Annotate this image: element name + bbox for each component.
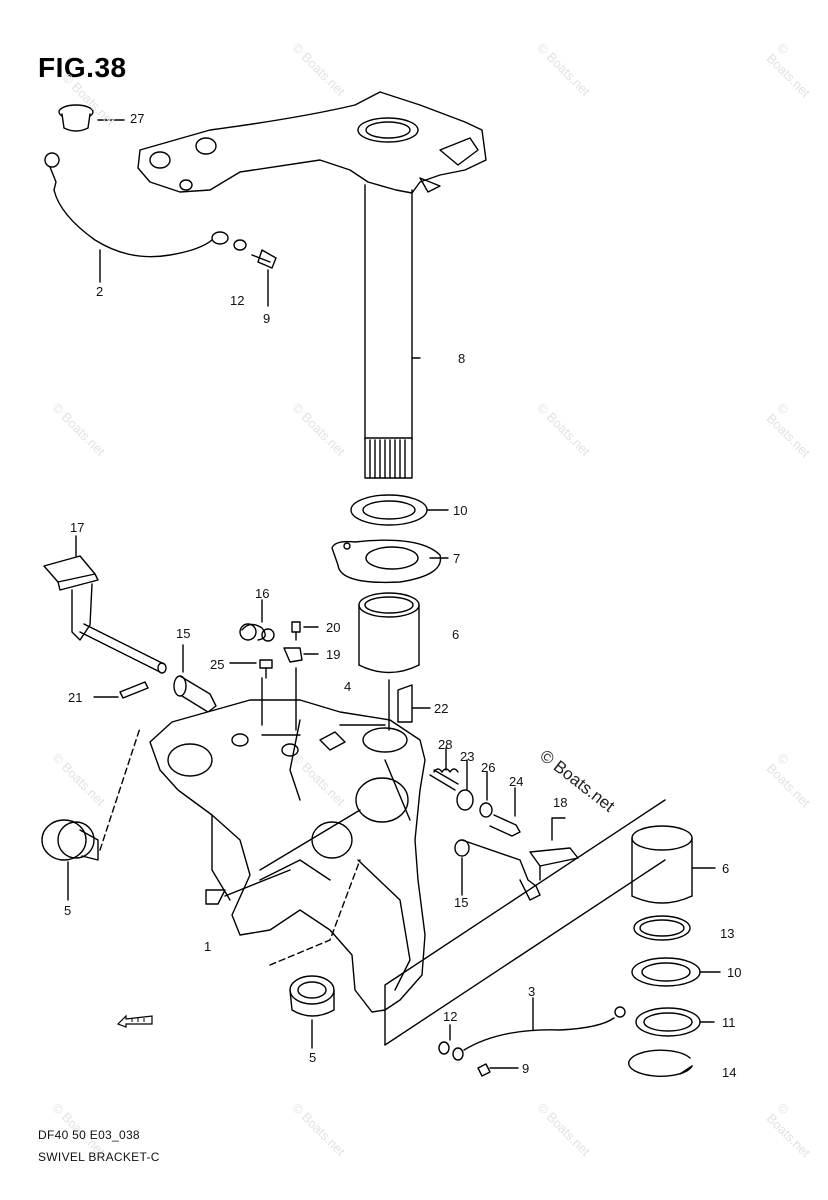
small-fasteners bbox=[229, 599, 319, 679]
part-21-pin bbox=[93, 681, 149, 699]
part-3-ground-wire bbox=[438, 997, 626, 1077]
callout-22: 22 bbox=[434, 701, 449, 716]
callout-17: 17 bbox=[70, 520, 85, 535]
callout-13: 13 bbox=[720, 926, 735, 941]
part-5-bushing-left bbox=[41, 727, 141, 901]
callout-9-lower: 9 bbox=[522, 1061, 530, 1076]
callout-15: 15 bbox=[176, 626, 191, 641]
callout-5-bottom: 5 bbox=[309, 1050, 317, 1065]
figure-title: FIG.38 bbox=[38, 52, 127, 83]
callout-19: 19 bbox=[326, 647, 341, 662]
callout-2: 2 bbox=[96, 284, 104, 299]
part-6-bushing-top bbox=[358, 592, 420, 674]
callout-16: 16 bbox=[255, 586, 270, 601]
parts-28-23-26-24 bbox=[429, 747, 521, 837]
callout-18: 18 bbox=[553, 795, 568, 810]
callout-15-right: 15 bbox=[454, 895, 469, 910]
part-7-tab-washer bbox=[331, 539, 449, 584]
callout-20: 20 bbox=[326, 620, 341, 635]
callout-26: 26 bbox=[481, 760, 496, 775]
footer-figure-name: SWIVEL BRACKET-C bbox=[38, 1150, 160, 1164]
part-1-swivel-bracket bbox=[149, 667, 431, 1013]
callout-7: 7 bbox=[453, 551, 461, 566]
callout-10: 10 bbox=[453, 503, 468, 518]
part-27-plug bbox=[58, 104, 125, 132]
callout-25: 25 bbox=[210, 657, 225, 672]
part-18-and-15-right bbox=[454, 817, 579, 901]
callout-9: 9 bbox=[263, 311, 271, 326]
callout-14: 14 bbox=[722, 1065, 737, 1080]
assembly-lines bbox=[384, 799, 666, 1046]
right-bushing-stack bbox=[628, 825, 721, 1077]
callout-11: 11 bbox=[722, 1015, 736, 1030]
part-17-tilt-lever bbox=[43, 535, 167, 674]
callout-8: 8 bbox=[458, 351, 466, 366]
callout-4: 4 bbox=[344, 679, 352, 694]
callout-28: 28 bbox=[438, 737, 453, 752]
callout-5-left: 5 bbox=[64, 903, 72, 918]
callout-12: 12 bbox=[230, 293, 245, 308]
footer-model-code: DF40 50 E03_038 bbox=[38, 1128, 140, 1142]
part-10-washer bbox=[350, 494, 449, 526]
callout-27: 27 bbox=[130, 111, 145, 126]
callout-12-lower: 12 bbox=[443, 1009, 458, 1024]
part-15-pin-top bbox=[173, 644, 217, 713]
callout-23: 23 bbox=[460, 749, 475, 764]
callout-6: 6 bbox=[452, 627, 460, 642]
callout-10-right: 10 bbox=[727, 965, 742, 980]
callout-21: 21 bbox=[68, 690, 83, 705]
callout-24: 24 bbox=[509, 774, 524, 789]
part-2-ground-wire bbox=[44, 152, 277, 307]
part-5-bushing-bottom bbox=[269, 859, 361, 1049]
callout-3: 3 bbox=[528, 984, 536, 999]
forward-arrow-icon bbox=[116, 1014, 153, 1028]
callout-1: 1 bbox=[204, 939, 212, 954]
callout-6-right: 6 bbox=[722, 861, 730, 876]
part-8-steering-shaft bbox=[137, 91, 487, 479]
